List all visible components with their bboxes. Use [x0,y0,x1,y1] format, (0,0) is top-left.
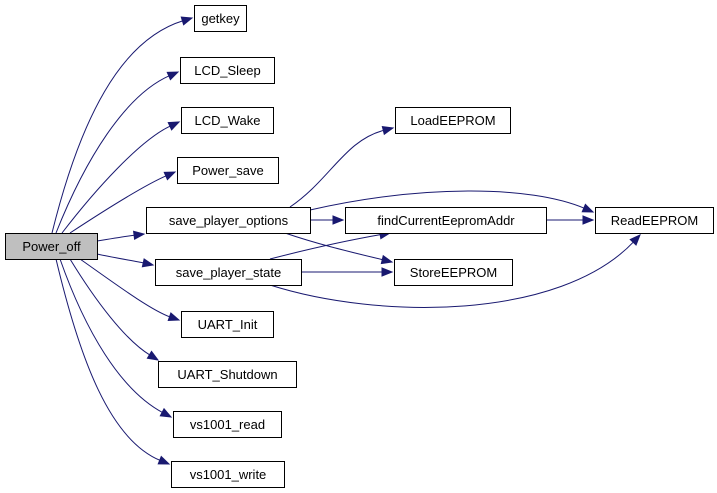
node-label: ReadEEPROM [611,213,698,228]
node-label: UART_Shutdown [177,367,277,382]
node-vs1001_write[interactable]: vs1001_write [171,461,285,488]
edge-line [309,190,585,211]
node-save_player_state[interactable]: save_player_state [155,259,302,286]
node-label: LCD_Wake [195,113,261,128]
edge-save_player_options-to-storeeeprom [284,232,394,265]
edge-save_player_options-to-findcurrenteepromaddr [310,215,345,225]
edge-line [269,241,635,308]
node-label: StoreEEPROM [410,265,497,280]
edge-power_off-to-lcd_sleep [55,71,180,234]
node-vs1001_read[interactable]: vs1001_read [173,411,282,438]
edge-power_off-to-uart_shutdown [69,258,160,361]
edge-power_off-to-getkey [51,16,194,234]
node-findcurrenteepromaddr[interactable]: findCurrentEepromAddr [345,207,547,234]
arrowhead [146,350,160,361]
edge-findcurrenteepromaddr-to-readeeprom [546,215,595,225]
node-label: LCD_Sleep [194,63,261,78]
node-label: vs1001_write [190,467,267,482]
node-lcd_wake[interactable]: LCD_Wake [181,107,274,134]
arrowhead [163,171,177,181]
edges-layer [51,16,641,465]
node-uart_shutdown[interactable]: UART_Shutdown [158,361,297,388]
arrowhead [581,203,595,213]
edge-line [96,253,145,264]
edge-power_off-to-save_player_options [96,230,146,242]
edge-save_player_options-to-readeeprom [309,190,595,213]
node-box[interactable] [180,57,275,84]
node-label: save_player_state [176,265,282,280]
arrowhead [141,258,155,268]
node-box[interactable] [158,361,297,388]
node-box[interactable] [173,411,282,438]
arrowhead [629,234,641,246]
node-box[interactable] [181,311,274,338]
node-label: getkey [201,11,240,26]
node-box[interactable] [595,207,714,234]
node-label: save_player_options [169,213,289,228]
node-uart_init[interactable]: UART_Init [181,311,274,338]
node-power_save[interactable]: Power_save [177,157,279,184]
edge-line [55,258,161,462]
edge-save_player_options-to-loadeeprom [289,125,395,208]
node-box[interactable] [181,107,274,134]
node-box[interactable] [171,461,285,488]
node-storeeeprom[interactable]: StoreEEPROM [394,259,513,286]
node-label: Power_save [192,163,264,178]
node-label: vs1001_read [190,417,265,432]
arrowhead [159,407,173,418]
node-box[interactable] [155,259,302,286]
edge-line [59,258,164,414]
arrowhead [582,215,595,225]
node-box[interactable] [394,259,513,286]
node-box[interactable] [177,157,279,184]
node-label: UART_Init [198,317,258,332]
node-box[interactable] [5,233,98,260]
arrowhead [381,125,395,136]
node-label: findCurrentEepromAddr [377,213,515,228]
node-label: Power_off [22,239,81,254]
arrowhead [380,254,394,265]
node-readeeprom[interactable]: ReadEEPROM [595,207,714,234]
edge-line [79,258,171,318]
edge-line [96,234,136,242]
node-loadeeprom[interactable]: LoadEEPROM [395,107,511,134]
arrowhead [167,121,181,131]
node-save_player_options[interactable]: save_player_options [146,207,311,234]
node-box[interactable] [194,5,247,32]
edge-line [61,125,172,234]
edge-power_off-to-save_player_state [96,253,155,268]
arrowhead [157,455,171,465]
edge-save_player_state-to-findcurrenteepromaddr [269,230,392,260]
arrowhead [167,312,181,322]
arrowhead [180,16,194,26]
edge-power_off-to-vs1001_write [55,258,171,465]
node-label: LoadEEPROM [410,113,495,128]
arrowhead [132,230,146,241]
node-box[interactable] [345,207,547,234]
edge-power_off-to-uart_init [79,258,181,322]
edge-line [269,234,382,260]
arrowhead [381,267,394,277]
edge-line [284,232,384,261]
node-lcd_sleep[interactable]: LCD_Sleep [180,57,275,84]
nodes-layer: Power_off getkeyLCD_SleepLCD_WakePower_sa… [5,5,714,488]
edge-power_off-to-power_save [69,171,177,234]
edge-line [69,175,167,234]
edge-line [69,258,151,356]
edge-line [289,129,385,208]
node-getkey[interactable]: getkey [194,5,247,32]
node-box[interactable] [395,107,511,134]
arrowhead [166,71,180,81]
arrowhead [332,215,345,225]
node-box[interactable] [146,207,311,234]
edge-save_player_state-to-readeeprom [269,234,641,308]
edge-line [55,75,170,234]
edge-save_player_state-to-storeeeprom [301,267,394,277]
node-power_off[interactable]: Power_off [5,233,98,260]
edge-line [51,20,184,234]
edge-power_off-to-vs1001_read [59,258,173,418]
edge-power_off-to-lcd_wake [61,121,181,234]
